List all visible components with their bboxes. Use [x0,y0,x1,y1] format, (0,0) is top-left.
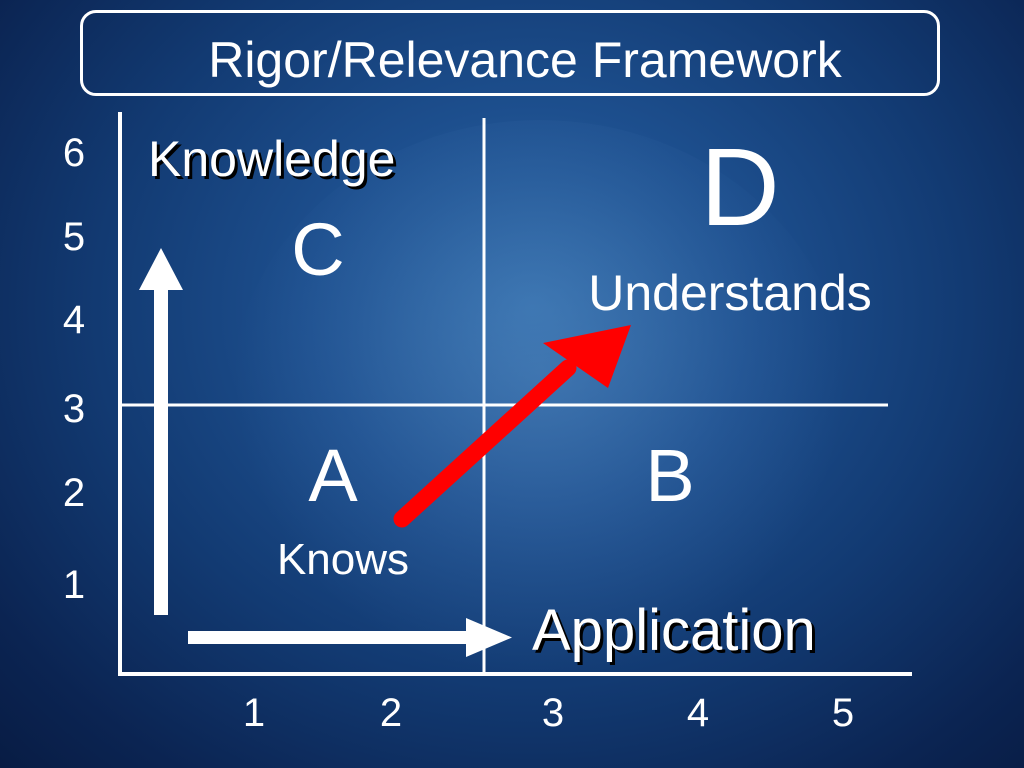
y-tick-6: 6 [62,131,86,175]
x-tick-1: 1 [242,691,266,735]
x-tick-5: 5 [831,691,855,735]
x-axis-label: Application [532,598,816,663]
quadrant-c-letter: C [291,208,345,291]
quadrant-a-caption: Knows [276,535,410,584]
diagonal-arrow [393,325,631,528]
x-tick-4: 4 [686,691,710,735]
y-axis-label: Knowledge [148,131,396,187]
title-frame [80,10,940,96]
y-tick-4: 4 [62,298,86,342]
quadrant-d-letter: D [700,126,780,249]
quadrant-d-caption: Understands [588,265,872,321]
y-tick-1: 1 [62,563,86,607]
x-tick-3: 3 [541,691,565,735]
y-tick-5: 5 [62,215,86,259]
x-tick-2: 2 [379,691,403,735]
quadrant-a-letter: A [308,434,358,517]
horizontal-arrow [188,618,512,657]
vertical-arrow [139,248,183,615]
quadrant-b-letter: B [645,434,695,517]
y-tick-3: 3 [62,387,86,431]
slide-title: Rigor/Relevance Framework [208,32,842,88]
y-tick-2: 2 [62,471,86,515]
